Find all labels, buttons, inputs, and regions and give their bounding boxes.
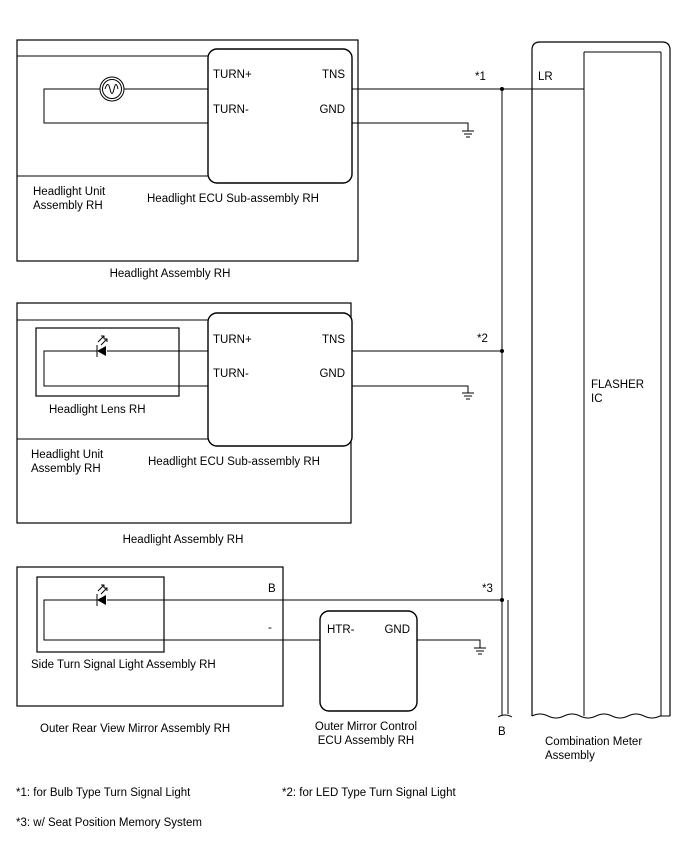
ecu-1-pin-gnd: GND (319, 104, 345, 116)
led-icon (96, 335, 108, 357)
flasher-ic-label-line1: FLASHER (591, 379, 644, 391)
footnote-1: *1: for Bulb Type Turn Signal Light (16, 787, 191, 799)
footnotes: *1: for Bulb Type Turn Signal Light *2: … (16, 787, 456, 829)
side-turn-light-box (36, 576, 165, 653)
ecu-1-pin-tns: TNS (322, 69, 345, 81)
ground-icon-2 (462, 392, 474, 400)
meter-break (531, 713, 670, 719)
wire-turn-minus-2 (43, 350, 208, 387)
headlight-unit-2-label-line2: Assembly RH (31, 463, 101, 475)
bus-wire-label-b: B (498, 726, 506, 738)
note-ref-2: *2 (477, 333, 488, 345)
headlight-unit-1-label-line1: Headlight Unit (33, 186, 106, 198)
headlight-unit-1-label-line2: Assembly RH (33, 200, 103, 212)
splice-2 (500, 349, 504, 353)
ground-wires (352, 122, 481, 648)
meter-outline (531, 41, 671, 716)
wire-color-lr: LR (538, 71, 553, 83)
ground-icon-3 (474, 647, 486, 655)
mirror-block: B - HTR- GND Side Turn Signal Light Asse… (16, 566, 502, 747)
headlight-assembly-2-label: Headlight Assembly RH (123, 534, 244, 546)
wire-minus-3 (43, 599, 320, 641)
mirror-ecu-label-line1: Outer Mirror Control (315, 721, 417, 733)
mirror-pin-b: B (268, 583, 276, 595)
mirror-pin-minus: - (268, 622, 272, 634)
ecu-2-pin-gnd: GND (319, 368, 345, 380)
footnote-2: *2: for LED Type Turn Signal Light (282, 787, 456, 799)
bulb-icon (99, 76, 125, 102)
note-ref-3: *3 (482, 583, 493, 595)
headlight-assembly-1-label: Headlight Assembly RH (110, 268, 231, 280)
headlight-assembly-1: TURN+ TURN- TNS GND Headlight Unit Assem… (16, 39, 359, 280)
headlight-unit-2-label-line1: Headlight Unit (31, 449, 104, 461)
mirror-ecu-box (319, 610, 418, 712)
ground-icon-1 (462, 130, 474, 138)
outer-mirror-label: Outer Rear View Mirror Assembly RH (40, 723, 230, 735)
headlight-lens-label: Headlight Lens RH (49, 404, 146, 416)
ecu-1-pin-turn-plus: TURN+ (213, 69, 252, 81)
headlight-ecu-1-label: Headlight ECU Sub-assembly RH (147, 193, 319, 205)
note-ref-1: *1 (475, 71, 486, 83)
signal-bus: *1 *2 *3 B (352, 71, 584, 738)
gnd-wire-1 (352, 122, 469, 131)
headlight-ecu-1-box (207, 48, 353, 184)
mirror-ecu-pin-htr: HTR- (327, 624, 355, 636)
headlight-assembly-1-box (16, 39, 359, 262)
headlight-ecu-2-box (207, 312, 353, 447)
combination-meter: LR FLASHER IC Combination Meter Assembly (531, 41, 671, 762)
side-turn-light-label: Side Turn Signal Light Assembly RH (31, 659, 216, 671)
meter-label-line1: Combination Meter (545, 736, 642, 748)
flasher-ic-label-line2: IC (591, 393, 603, 405)
mirror-ecu-label-line2: ECU Assembly RH (318, 735, 415, 747)
mirror-ecu-pin-gnd: GND (384, 624, 410, 636)
headlight-ecu-2-label: Headlight ECU Sub-assembly RH (148, 456, 320, 468)
ecu-1-pin-turn-minus: TURN- (213, 104, 249, 116)
gnd-wire-3 (417, 639, 481, 648)
ecu-2-pin-turn-minus: TURN- (213, 368, 249, 380)
ecu-2-pin-tns: TNS (322, 334, 345, 346)
side-led-icon (96, 584, 108, 606)
outer-mirror-box (16, 566, 284, 707)
wire-turn-minus-1 (43, 88, 208, 124)
meter-label-line2: Assembly (545, 750, 595, 762)
headlight-lens-box (35, 327, 180, 397)
gnd-wire-2 (352, 385, 469, 393)
splice-1 (500, 87, 504, 91)
headlight-assembly-2: TURN+ TURN- TNS GND Headlight Lens RH He… (16, 302, 353, 546)
splice-3 (500, 598, 504, 602)
bus-break (497, 714, 513, 718)
ecu-2-pin-turn-plus: TURN+ (213, 334, 252, 346)
footnote-3: *3: w/ Seat Position Memory System (16, 817, 202, 829)
